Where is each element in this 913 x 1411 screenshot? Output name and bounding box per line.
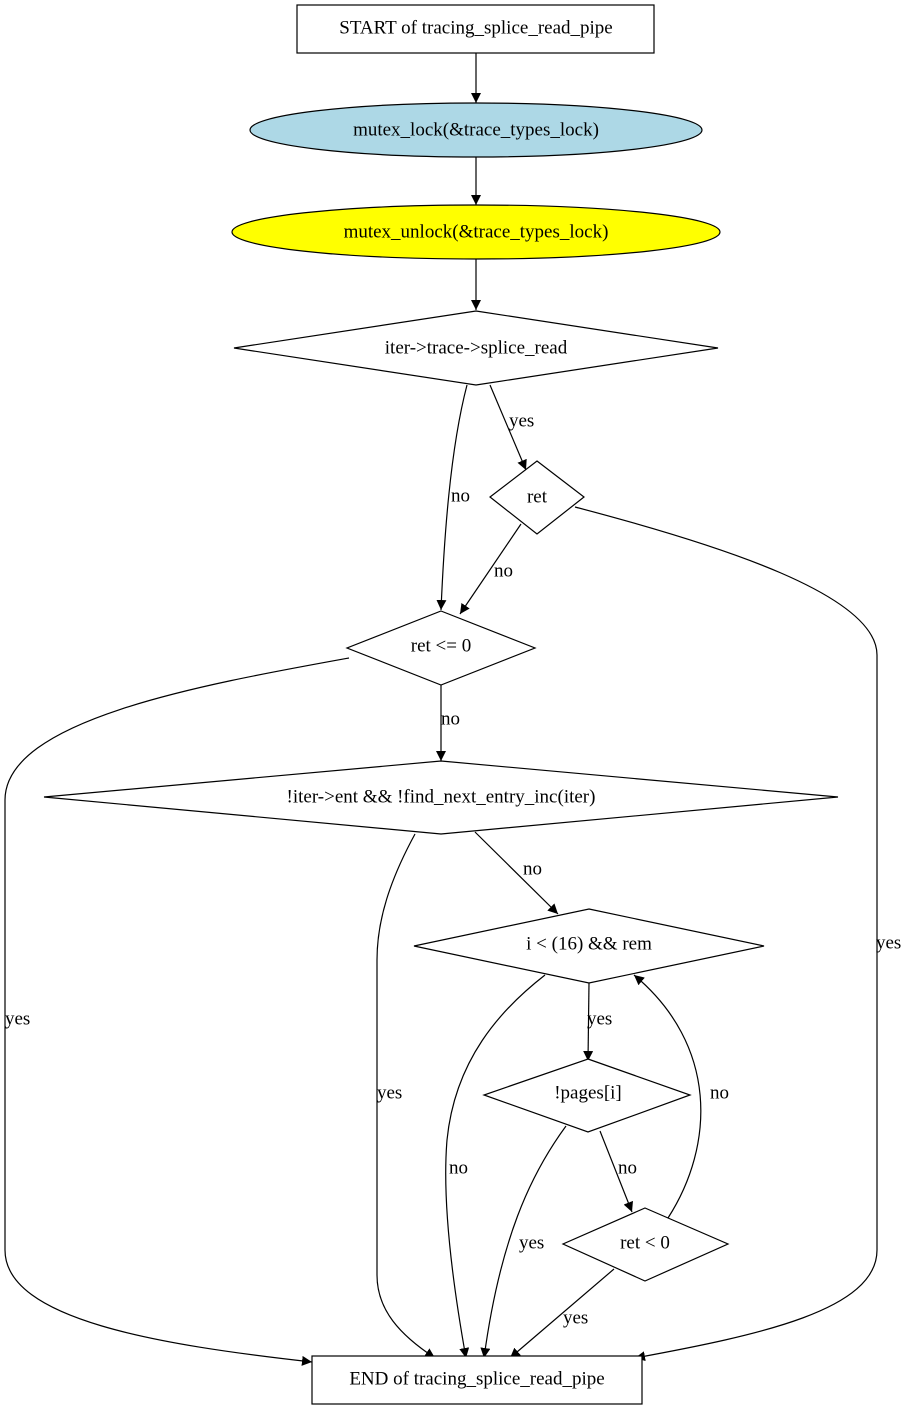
end-box [311,1355,643,1405]
edge-ret-lt0-to-loop [633,974,702,1219]
ret-le0-label: ret <= 0 [411,636,471,657]
ent-check-node: !iter->ent && !find_next_entry_inc(iter) [43,760,839,835]
edge-loop-to-end [445,974,546,1359]
edge-label-ret-le0-ent-check: no [441,709,460,730]
unlock-label: mutex_unlock(&trace_types_lock) [344,222,609,243]
pages-diamond [482,1058,692,1133]
end-node: END of tracing_splice_read_pipe [311,1355,643,1405]
unlock-node: mutex_unlock(&trace_types_lock) [231,204,721,260]
loop-diamond [413,908,765,984]
unlock-ellipse [231,204,721,260]
edge-ret-to-end [574,506,878,1362]
edge-label-pages-ret-lt0: no [618,1158,637,1179]
edge-splice-read-to-ret-le0 [436,384,468,611]
splice-read-label: iter->trace->splice_read [385,338,568,359]
edge-ret-to-ret-le0 [459,523,522,615]
edge-label-loop-end: no [449,1158,468,1179]
edge-label-ret-lt0-loop: no [710,1083,729,1104]
start-box [296,4,655,54]
loop-label: i < (16) && rem [526,934,652,955]
edge-pages-to-end [480,1125,567,1359]
ret-lt0-diamond [561,1207,730,1282]
pages-label: !pages[i] [554,1083,622,1104]
edge-label-ent-check-loop: no [523,859,542,880]
ent-check-diamond [43,760,839,835]
ret-lt0-node: ret < 0 [561,1207,730,1282]
ret-node: ret [489,460,585,535]
edge-label-ret-end: yes [876,933,901,954]
start-node: START of tracing_splice_read_pipe [296,4,655,54]
ret-lt0-label: ret < 0 [620,1233,670,1254]
edge-ret-le0-to-end [4,657,350,1366]
edge-label-ret-ret-le0: no [494,561,513,582]
ret-diamond [489,460,585,535]
lock-label: mutex_lock(&trace_types_lock) [353,120,599,141]
edge-pages-to-ret-lt0 [599,1130,633,1213]
edge-label-ret-lt0-end: yes [563,1308,588,1329]
splice-read-diamond [233,310,719,386]
edge-splice-read-to-ret [489,384,527,471]
lock-node: mutex_lock(&trace_types_lock) [249,102,703,158]
splice-read-node: iter->trace->splice_read [233,310,719,386]
ret-le0-diamond [345,610,537,686]
end-label: END of tracing_splice_read_pipe [349,1369,604,1390]
edge-ent-check-to-end [376,833,436,1359]
ret-le0-node: ret <= 0 [345,610,537,686]
edge-label-ret-le0-end: yes [5,1009,30,1030]
ret-label: ret [527,487,548,508]
edge-ret-lt0-to-end [509,1268,615,1359]
edge-label-splice-read-ret: yes [509,411,534,432]
edge-loop-to-pages [583,982,594,1062]
edge-label-pages-end: yes [519,1233,544,1254]
edge-label-splice-read-ret-le0: no [451,486,470,507]
loop-node: i < (16) && rem [413,908,765,984]
lock-ellipse [249,102,703,158]
pages-node: !pages[i] [482,1058,692,1133]
ent-check-label: !iter->ent && !find_next_entry_inc(iter) [287,787,596,808]
edge-label-loop-pages: yes [587,1009,612,1030]
edge-ent-check-to-loop [474,831,559,915]
start-label: START of tracing_splice_read_pipe [339,18,612,39]
edge-label-ent-check-end: yes [377,1083,402,1104]
